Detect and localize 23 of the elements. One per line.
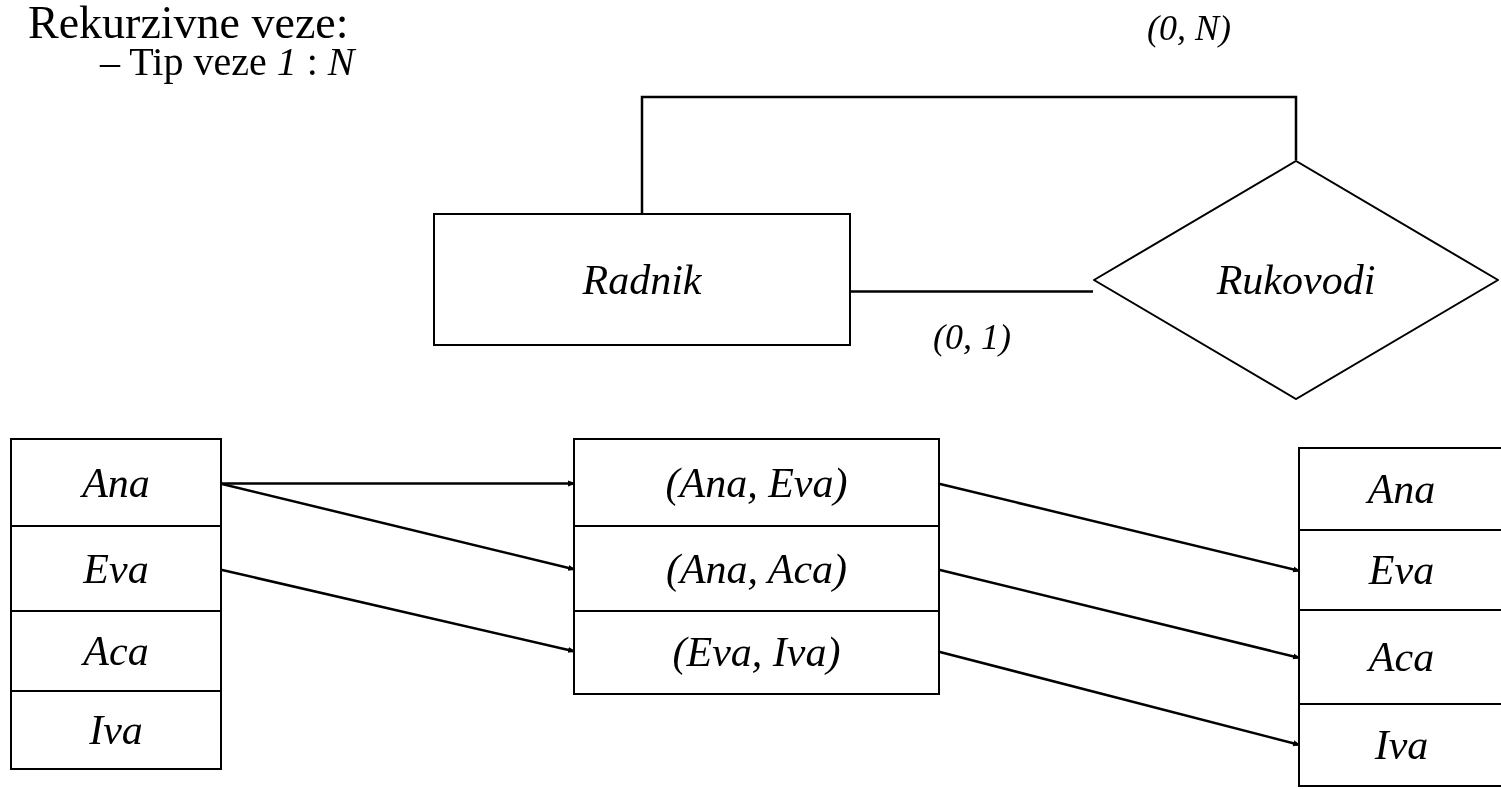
cell-text: Ana — [82, 458, 150, 507]
relationship-line — [640, 95, 1298, 213]
cell-text: Iva — [1374, 721, 1429, 769]
table-cell — [1300, 611, 1501, 705]
cell-text: (Eva, Iva) — [672, 627, 841, 676]
entity-name: Radnik — [582, 255, 702, 304]
table — [10, 438, 222, 770]
table-cell — [1300, 449, 1501, 531]
cell-text: (Ana, Aca) — [665, 544, 848, 593]
relationship-line — [851, 290, 1093, 293]
cell-text: Ana — [1367, 465, 1436, 513]
table-cell — [1300, 531, 1501, 611]
cell-text: Aca — [1368, 633, 1435, 681]
cell-text: Iva — [89, 706, 143, 754]
cell-text: Eva — [83, 544, 149, 593]
relationship-diamond — [1093, 160, 1499, 400]
cell-text: Aca — [83, 627, 149, 675]
table — [573, 438, 940, 695]
relationship-name: Rukovodi — [1216, 256, 1376, 304]
cell-text: (Ana, Eva) — [665, 458, 848, 507]
table — [1298, 447, 1501, 787]
entity-box — [433, 213, 851, 346]
cell-text: Eva — [1368, 546, 1435, 594]
